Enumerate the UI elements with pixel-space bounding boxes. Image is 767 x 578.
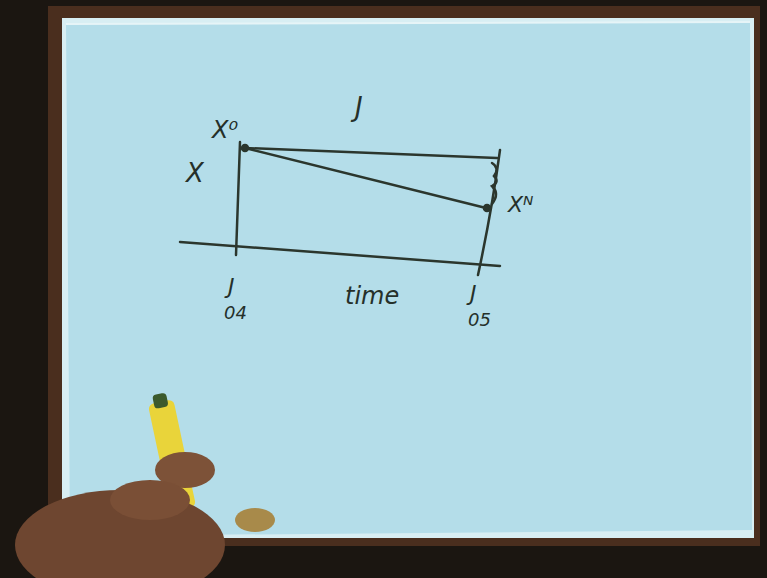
axis-label: X xyxy=(186,160,204,186)
end-value: Xᴺ xyxy=(508,194,533,216)
paper-sheet-back xyxy=(62,18,754,538)
sketch-lines xyxy=(180,142,500,275)
time-axis xyxy=(180,242,500,266)
tick-letter: J xyxy=(228,276,235,298)
tick-number: 05 xyxy=(468,311,491,329)
end-dot xyxy=(484,205,490,211)
paper-edge xyxy=(66,22,750,24)
heading-letter: J xyxy=(355,94,363,120)
brace xyxy=(492,163,497,204)
tick-number: 04 xyxy=(224,304,247,322)
ring xyxy=(235,508,275,532)
start-dot xyxy=(242,145,248,151)
finger xyxy=(110,480,190,520)
tick-letter: J xyxy=(470,283,477,305)
paper-sheet xyxy=(66,22,752,536)
hand-with-marker xyxy=(15,391,275,578)
left-axis xyxy=(236,142,240,255)
right-axis xyxy=(478,150,500,275)
axis-label: time xyxy=(345,284,399,308)
start-value: X⁰ xyxy=(212,118,238,142)
board-frame xyxy=(48,6,760,546)
decline-line xyxy=(245,148,486,208)
marker-tip xyxy=(152,392,169,409)
